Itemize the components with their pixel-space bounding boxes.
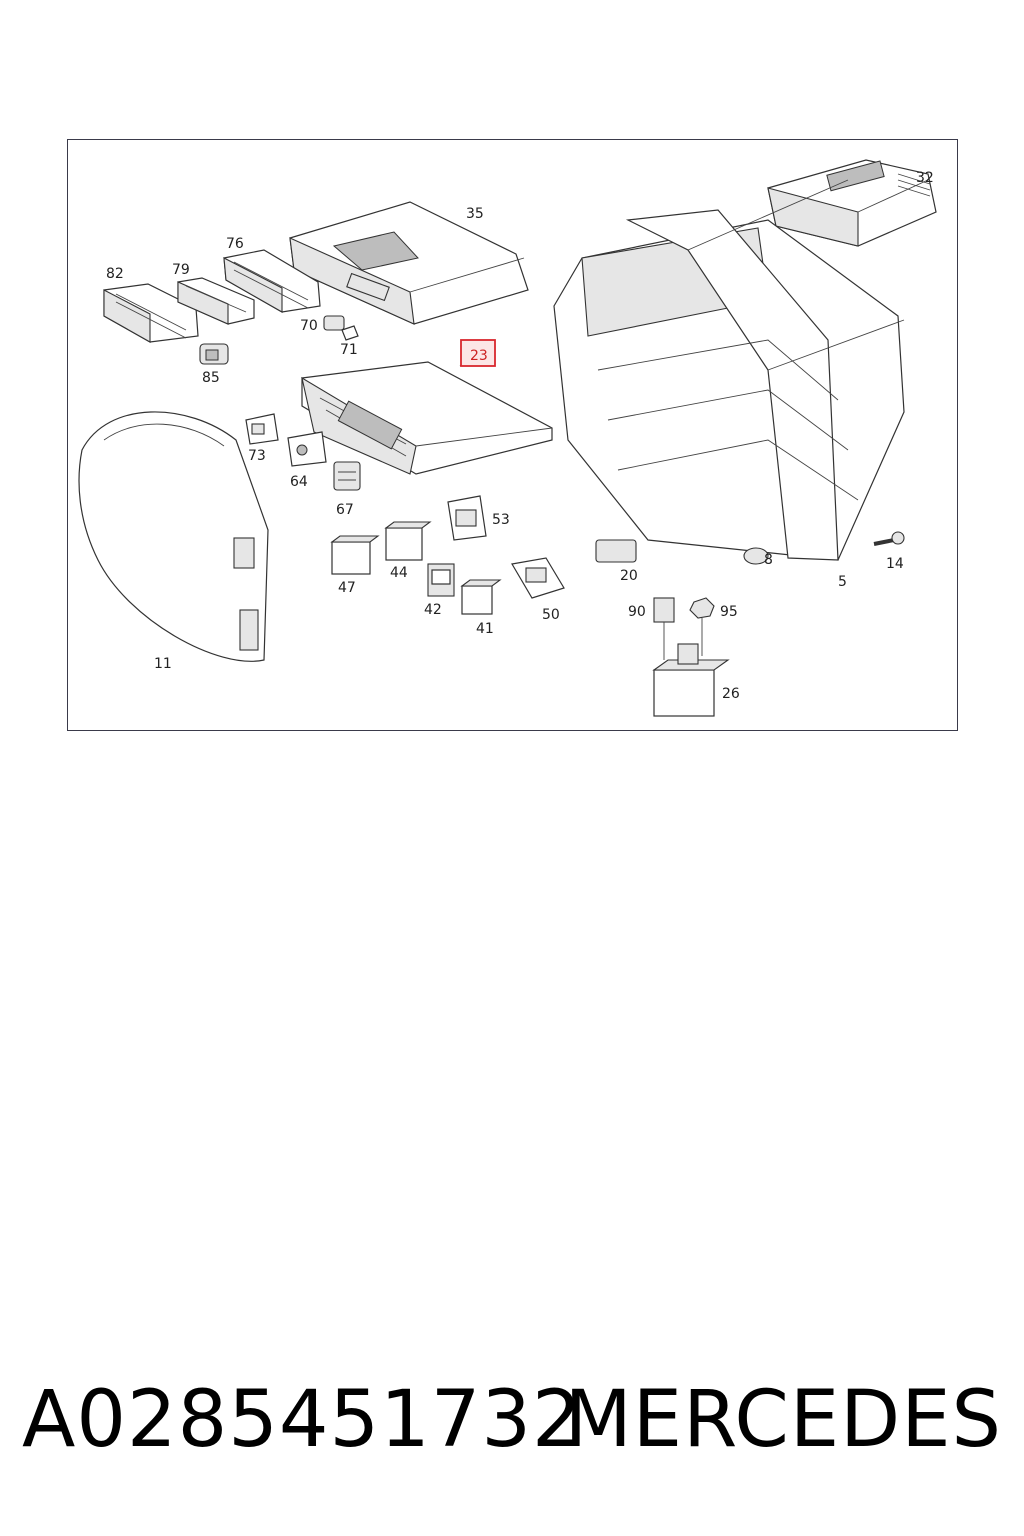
label-14: 14 [886, 556, 904, 572]
label-90: 90 [628, 604, 646, 620]
part-50-relay-socket[interactable] [511, 557, 565, 599]
label-82: 82 [106, 266, 124, 282]
exploded-view-drawing: 32 35 76 79 82 70 71 85 23 73 64 67 53 4… [78, 159, 937, 717]
label-32: 32 [916, 170, 934, 186]
label-11: 11 [154, 656, 172, 672]
highlight-box [460, 339, 496, 367]
label-44: 44 [390, 565, 408, 581]
parts-diagram: 32 35 76 79 82 70 71 85 23 73 64 67 53 4… [67, 139, 958, 731]
part-67-connector[interactable] [333, 461, 361, 491]
label-42: 42 [424, 602, 442, 618]
brand-name: MERCEDES [564, 1375, 1002, 1465]
label-71: 71 [340, 342, 358, 358]
part-14-bolt[interactable] [873, 531, 905, 546]
label-35: 35 [466, 206, 484, 222]
part-79-connector-strip[interactable] [177, 277, 255, 325]
label-79: 79 [172, 262, 190, 278]
label-67: 67 [336, 502, 354, 518]
part-42-relay[interactable] [427, 563, 455, 597]
part-32-control-unit[interactable] [767, 159, 937, 247]
part-76-connector-block[interactable] [223, 249, 321, 313]
part-number: A0285451732 [22, 1375, 583, 1465]
part-5-fuse-box-housing[interactable] [553, 179, 905, 561]
label-50: 50 [542, 607, 560, 623]
label-76: 76 [226, 236, 244, 252]
part-11-cover[interactable] [78, 411, 269, 662]
part-8-grommet[interactable] [743, 547, 769, 565]
label-20: 20 [620, 568, 638, 584]
label-73: 73 [248, 448, 266, 464]
part-47-relay[interactable] [330, 535, 380, 575]
part-35-control-unit[interactable] [289, 201, 529, 325]
label-26: 26 [722, 686, 740, 702]
label-64: 64 [290, 474, 308, 490]
label-23[interactable]: 23 [470, 348, 488, 364]
part-85-connector[interactable] [199, 343, 229, 365]
part-44-relay[interactable] [384, 521, 432, 561]
part-64-holder[interactable] [287, 431, 327, 467]
part-70-clip[interactable] [323, 315, 345, 331]
part-41-relay[interactable] [460, 579, 502, 615]
part-95-nut[interactable] [689, 597, 715, 656]
label-70: 70 [300, 318, 318, 334]
label-8: 8 [764, 552, 773, 568]
part-53-relay-socket[interactable] [447, 495, 487, 541]
part-20-fuse-strip[interactable] [595, 539, 637, 563]
part-71-plug[interactable] [341, 325, 359, 341]
part-26-relay-bracket[interactable] [652, 643, 730, 717]
label-47: 47 [338, 580, 356, 596]
part-73-holder[interactable] [245, 413, 279, 445]
part-82-connector[interactable] [103, 283, 199, 343]
label-41: 41 [476, 621, 494, 637]
label-85: 85 [202, 370, 220, 386]
label-95: 95 [720, 604, 738, 620]
label-5: 5 [838, 574, 847, 590]
part-23-control-module[interactable] [301, 353, 553, 475]
part-90-clip[interactable] [653, 597, 675, 660]
label-53: 53 [492, 512, 510, 528]
caption-bar: A0285451732 MERCEDES [0, 1370, 1024, 1470]
